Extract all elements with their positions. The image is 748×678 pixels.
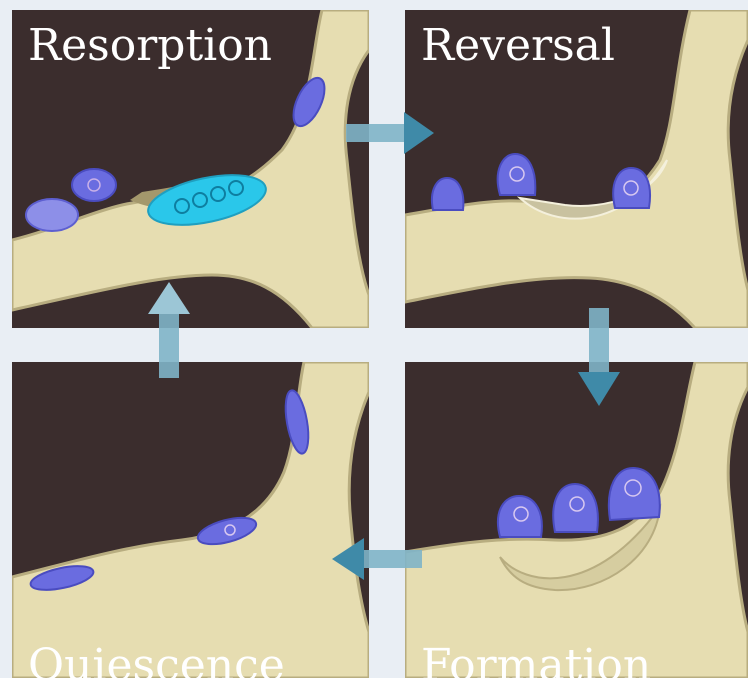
lining-cell xyxy=(72,169,116,201)
quiescence-panel: Quiescence xyxy=(12,362,369,678)
bone-trabecula xyxy=(12,362,369,678)
osteoblast-cell xyxy=(609,468,660,520)
formation-illustration xyxy=(405,362,748,678)
arrow-right-icon xyxy=(346,112,434,154)
panel-title: Resorption xyxy=(28,20,272,72)
lining-cell xyxy=(26,199,78,231)
formation-panel: Formation xyxy=(405,362,748,678)
quiescence-illustration xyxy=(12,362,369,678)
osteoblast-cell xyxy=(553,484,598,532)
resorption-panel: Resorption xyxy=(12,10,369,328)
panel-title: Formation xyxy=(421,640,651,678)
arrow-left-icon xyxy=(332,538,422,580)
arrow-down-icon xyxy=(578,308,620,406)
mononuclear-cell xyxy=(613,168,650,208)
mononuclear-cell xyxy=(432,178,463,210)
arrow-up-icon xyxy=(148,282,190,378)
osteoblast-cell xyxy=(498,496,542,537)
panel-title: Quiescence xyxy=(28,640,285,678)
panel-title: Reversal xyxy=(421,20,615,72)
reversal-panel: Reversal xyxy=(405,10,748,328)
mononuclear-cell xyxy=(498,154,536,195)
